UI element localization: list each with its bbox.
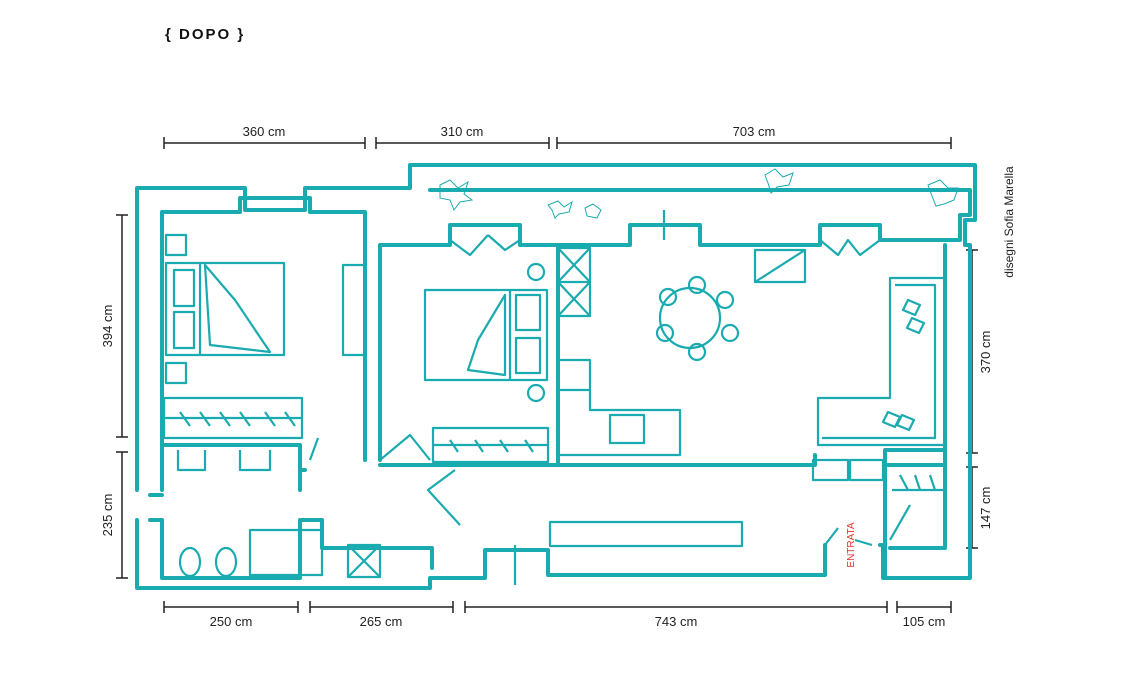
pillow [172,310,196,350]
entrance-label: ENTRATA [846,522,857,568]
pillow [172,268,196,308]
toilet [178,546,202,578]
dim-top-2: 310 cm [441,124,484,139]
credit: disegni Sofia Marella [1002,166,1016,278]
dim-right-1: 370 cm [978,331,993,374]
cooktop [608,413,646,445]
shower [248,528,324,577]
walls [135,163,977,590]
desk [341,263,367,357]
dim-top-1: 360 cm [243,124,286,139]
fridge [556,358,592,392]
plan-title: { DOPO } [165,26,246,43]
doors [308,234,911,547]
dim-top-3: 703 cm [733,124,776,139]
bed [423,288,549,382]
ottoman [811,458,850,482]
pillow [514,336,542,375]
dim-bottom-1: 250 cm [210,614,253,629]
bidet [214,546,238,578]
bench [548,520,744,548]
dim-left-1: 394 cm [100,305,115,348]
nightstand [164,361,188,385]
dim-bottom-4: 105 cm [903,614,946,629]
bedroom-middle [423,262,550,464]
pillow [514,293,542,332]
bed [164,261,286,357]
bedroom-left [162,233,367,440]
nightstand [164,233,188,257]
living-area [513,210,947,585]
lamp [526,383,546,403]
dim-bottom-3: 743 cm [655,614,698,629]
sofa [816,276,947,447]
shower-tray [346,543,382,579]
dim-bottom-2: 265 cm [360,614,403,629]
ottoman [848,458,885,482]
dim-right-2: 147 cm [978,487,993,530]
sideboard [753,248,807,284]
lamp [526,262,546,282]
dim-left-2: 235 cm [100,494,115,537]
bathroom [176,450,382,579]
plants [439,168,959,219]
